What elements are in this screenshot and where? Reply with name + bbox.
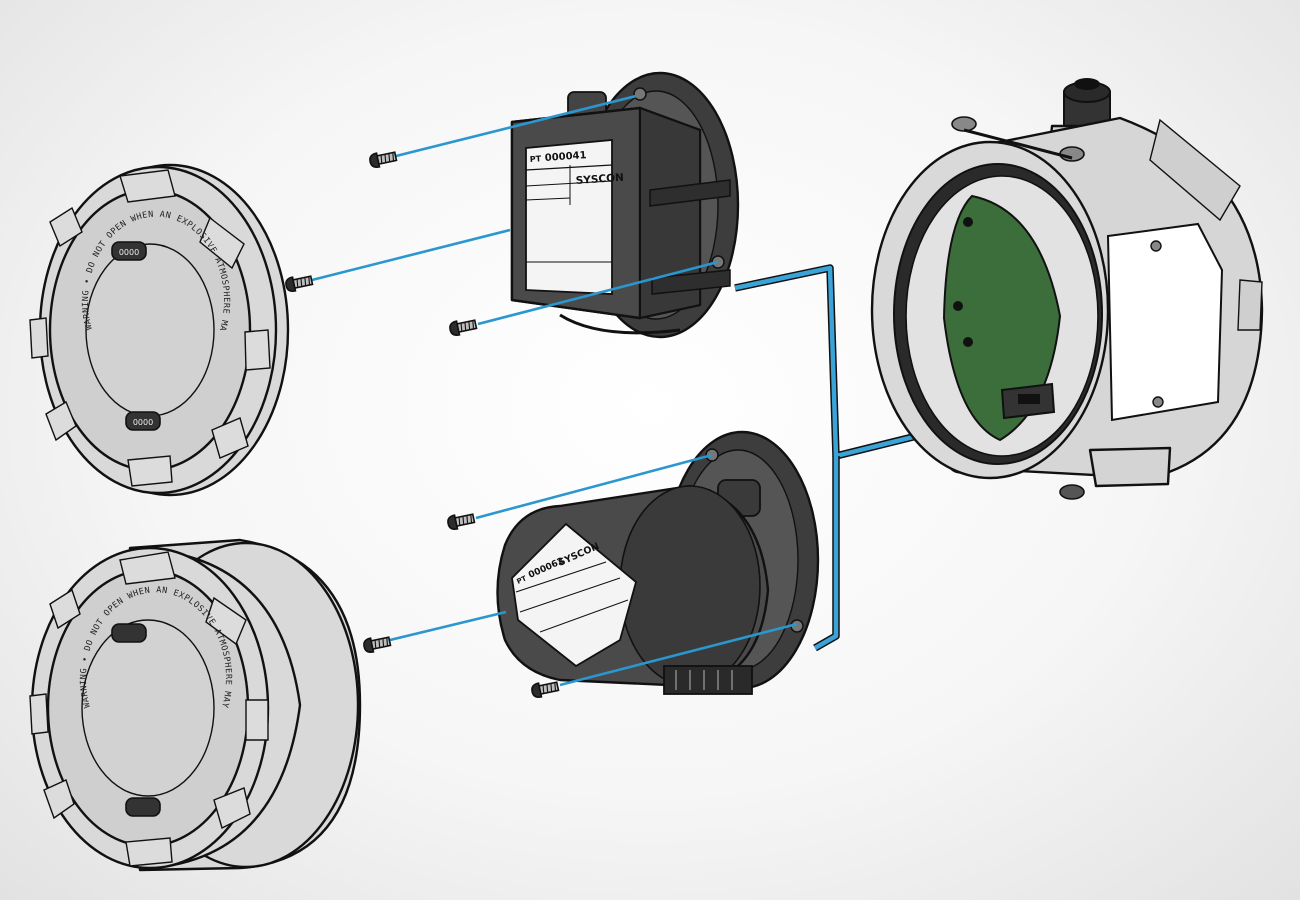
electronic-module-lower: PT 000062 SYSCON xyxy=(496,430,820,695)
mounting-screw xyxy=(361,633,392,655)
svg-text:PT: PT xyxy=(516,574,529,585)
mounting-screw xyxy=(529,678,560,700)
module-connector xyxy=(663,665,753,695)
electronic-module-upper: PT 000041 SYSCON xyxy=(510,71,740,339)
module-brand: SYSCON xyxy=(575,172,624,187)
module-serial: 000041 xyxy=(544,150,586,164)
blind-cover-cap: WARNING • DO NOT OPEN WHEN AN EXPLOSIVE … xyxy=(0,0,290,497)
cap-lug-top xyxy=(111,623,147,643)
svg-text:0000: 0000 xyxy=(133,418,153,427)
svg-text:0000: 0000 xyxy=(119,248,139,257)
alignment-lines xyxy=(311,94,798,687)
cap-lug-bottom xyxy=(125,797,161,817)
mounting-screw xyxy=(283,272,314,294)
mounting-screw xyxy=(447,316,478,338)
module-label: PT 000062 SYSCON xyxy=(511,522,638,668)
mounting-screw xyxy=(367,148,398,170)
circuit-board xyxy=(942,194,1062,442)
module-label: PT 000041 SYSCON xyxy=(525,139,624,295)
cap-lug-bottom: 0000 xyxy=(125,411,161,431)
mounting-screw xyxy=(445,510,476,532)
cap-lug-top: 0000 xyxy=(111,241,147,261)
transmitter-housing xyxy=(870,78,1264,500)
svg-text:PT: PT xyxy=(530,154,542,164)
